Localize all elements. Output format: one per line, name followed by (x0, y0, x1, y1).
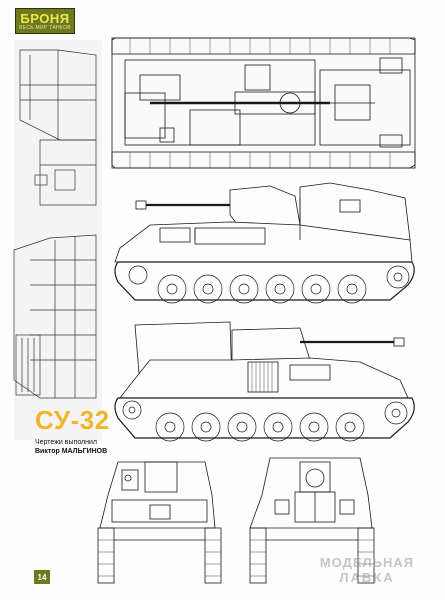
logo-text: БРОНЯ (20, 10, 70, 26)
side-view-lower-drawing (114, 321, 415, 442)
drawing-credit: Чертежи выполнил Виктор МАЛЬГИНОВ (35, 438, 107, 456)
side-view-upper-drawing (114, 182, 415, 304)
logo-subtitle: ВЕСЬ МИР ТАНКОВ (19, 24, 71, 31)
top-view-drawing (111, 37, 416, 169)
article-title: СУ-32 (35, 405, 110, 435)
credit-author: Виктор МАЛЬГИНОВ (35, 448, 108, 455)
watermark-line-2: ЛАВКА (339, 570, 395, 585)
page-number: 14 (34, 570, 50, 584)
front-view-drawing (97, 461, 222, 584)
archive-scan-drawing (13, 49, 97, 399)
watermark-line-1: МОДЕЛЬНАЯ (319, 555, 415, 570)
rear-view-drawing (249, 457, 375, 584)
credit-line: Чертежи выполнил (35, 439, 98, 446)
magazine-logo: БРОНЯ ВЕСЬ МИР ТАНКОВ (15, 8, 75, 34)
shop-watermark: МОДЕЛЬНАЯ ЛАВКА (292, 555, 442, 593)
